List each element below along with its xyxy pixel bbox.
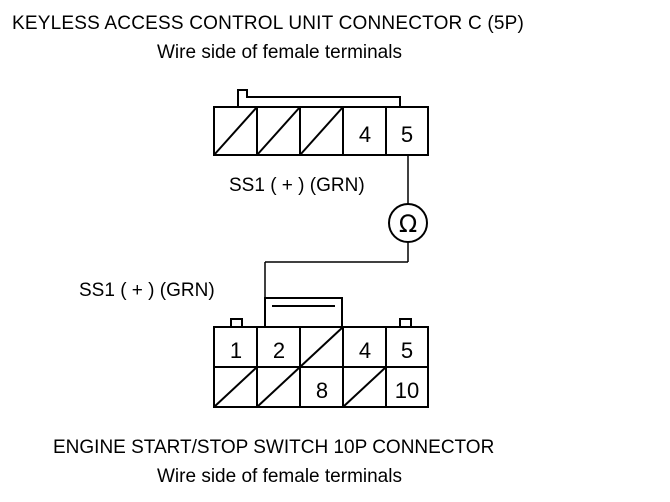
bottom-connector: [213, 297, 429, 408]
top-connector-subtitle: Wire side of female terminals: [157, 42, 402, 63]
top-pin-5: 5: [401, 122, 413, 147]
empty-cavity-hatch: [342, 366, 387, 408]
empty-cavity-hatch: [256, 366, 301, 408]
empty-cavity-hatch: [256, 106, 301, 156]
top-connector: [213, 89, 429, 156]
ohm-icon: Ω: [399, 210, 417, 238]
bottom-pin-1: 1: [230, 338, 242, 363]
bottom-connector-title: ENGINE START/STOP SWITCH 10P CONNECTOR: [53, 437, 495, 458]
empty-cavity-hatch: [299, 106, 344, 156]
empty-cavity-hatch: [213, 106, 258, 156]
bottom-pin-5: 5: [401, 338, 413, 363]
empty-cavity-hatch: [213, 366, 258, 408]
lower-wire-label: SS1 ( + ) (GRN): [79, 280, 215, 301]
bottom-pin-10: 10: [395, 378, 419, 403]
top-pin-4: 4: [359, 122, 371, 147]
bottom-pin-2: 2: [273, 338, 285, 363]
bottom-pin-4: 4: [359, 338, 371, 363]
bottom-pin-8: 8: [316, 378, 328, 403]
empty-cavity-hatch: [299, 326, 344, 368]
bottom-connector-subtitle: Wire side of female terminals: [157, 466, 402, 487]
top-connector-title: KEYLESS ACCESS CONTROL UNIT CONNECTOR C …: [12, 13, 525, 34]
ohmmeter: Ω: [388, 203, 428, 243]
upper-wire-label: SS1 ( + ) (GRN): [229, 175, 365, 196]
